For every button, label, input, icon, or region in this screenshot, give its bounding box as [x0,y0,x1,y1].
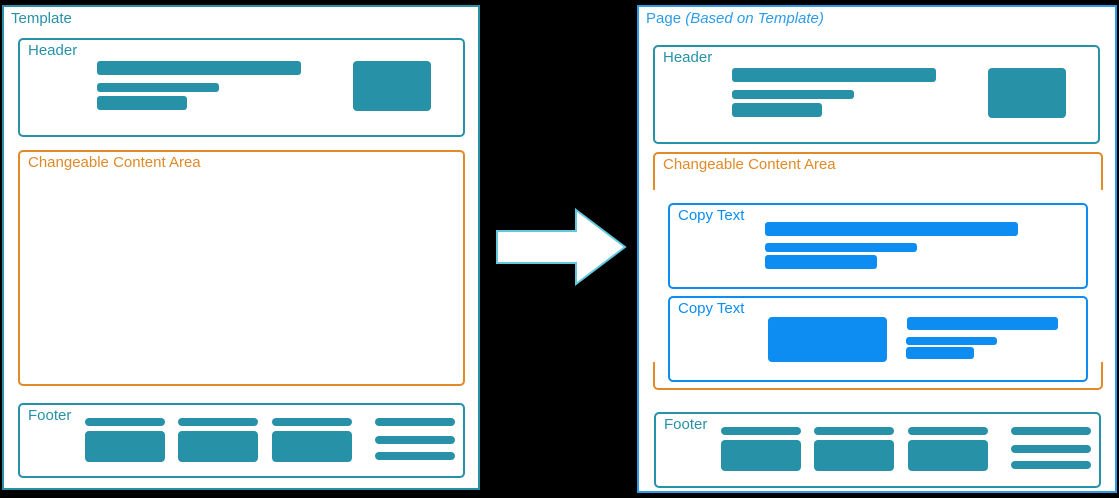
placeholder-bar [906,337,997,345]
copy-text-label: Copy Text [678,300,745,317]
placeholder-bar [1011,461,1091,469]
content-area-label: Changeable Content Area [663,156,836,173]
header-label: Header [663,49,713,66]
footer-label: Footer [28,407,72,424]
placeholder-bar [178,418,258,426]
placeholder-bar [375,418,455,426]
placeholder-bar [272,418,352,426]
placeholder-bar [1011,445,1091,453]
page-panel: Page (Based on Template) Header Changeab… [637,5,1117,493]
placeholder-bar [97,96,187,110]
border-cover [1099,190,1107,362]
page-footer-section: Footer [654,412,1101,488]
copy-text-block-2: Copy Text [668,296,1088,382]
image-placeholder [768,317,887,362]
placeholder-bar [765,243,917,252]
placeholder-bar [1011,427,1091,435]
placeholder-box [272,431,352,462]
placeholder-bar [85,418,165,426]
page-header-section: Header [653,45,1100,144]
placeholder-box [178,431,258,462]
page-title-prefix: Page [646,10,686,27]
placeholder-box [85,431,165,462]
placeholder-bar [906,347,974,359]
placeholder-bar [765,255,877,269]
header-label: Header [28,42,78,59]
arrow-right-icon [496,207,627,287]
placeholder-bar [97,61,301,75]
placeholder-bar [721,427,801,435]
placeholder-box [814,440,894,471]
placeholder-bar [765,222,1018,236]
placeholder-box [721,440,801,471]
border-cover [651,190,659,362]
placeholder-bar [375,452,455,460]
header-image-placeholder [353,61,431,111]
template-panel: Template Header Changeable Content Area … [2,5,480,490]
header-image-placeholder [988,68,1066,118]
placeholder-bar [732,103,822,117]
placeholder-bar [907,317,1058,330]
placeholder-bar [908,427,988,435]
template-content-area: Changeable Content Area [18,150,465,386]
page-title-italic: (Based on Template) [685,10,824,27]
placeholder-bar [814,427,894,435]
template-header-section: Header [18,38,465,137]
placeholder-bar [375,436,455,444]
copy-text-block-1: Copy Text [668,203,1088,289]
content-area-label: Changeable Content Area [28,154,201,171]
copy-text-label: Copy Text [678,207,745,224]
placeholder-bar [732,90,854,99]
template-footer-section: Footer [18,403,465,478]
placeholder-bar [732,68,936,82]
placeholder-bar [97,83,219,92]
footer-label: Footer [664,416,708,433]
page-panel-title: Page (Based on Template) [646,10,824,27]
template-panel-title: Template [11,10,72,27]
placeholder-box [908,440,988,471]
